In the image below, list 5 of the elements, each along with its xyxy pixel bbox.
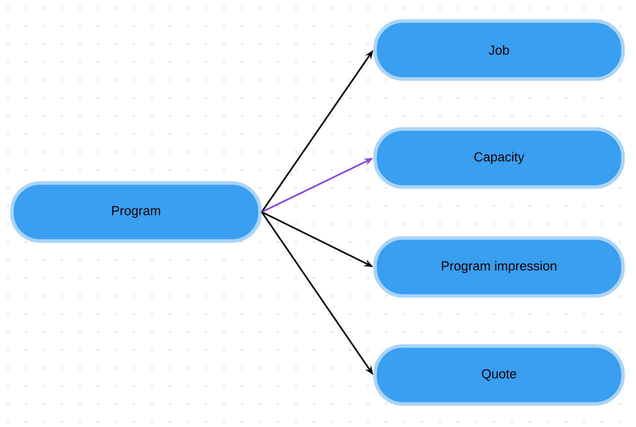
rounded-box: Program [10,181,262,243]
rounded-box: Capacity [373,127,625,189]
rounded-box: Quote [373,344,625,406]
rounded-box: Program impression [373,236,625,298]
rounded-box: Job [373,19,625,81]
